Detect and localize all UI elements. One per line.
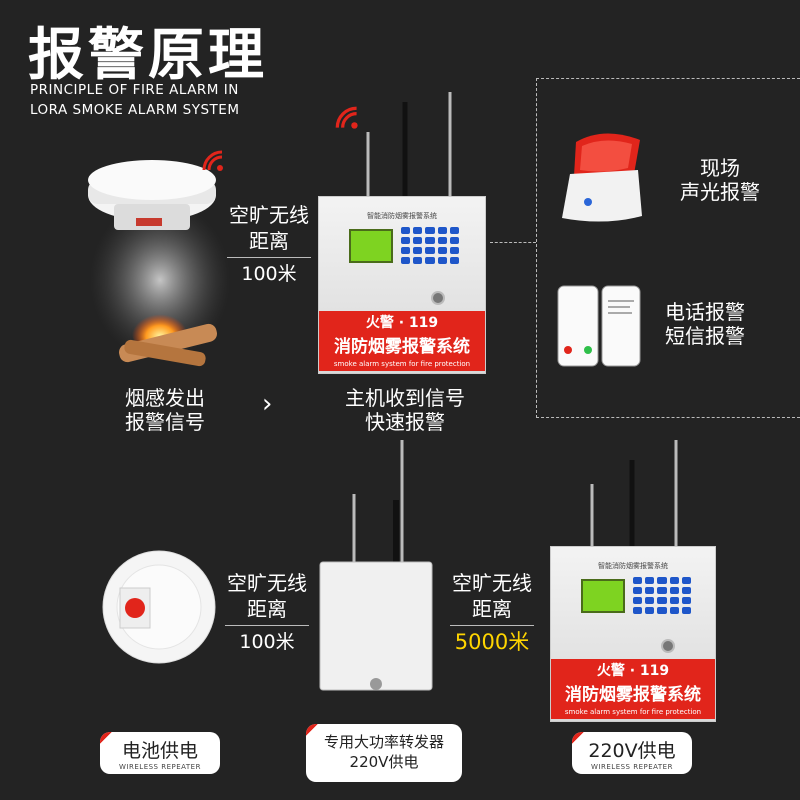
badge-repeater-corner [306, 724, 318, 736]
host-top-brand: 火警 · 119 [319, 311, 485, 335]
host-bottom-system: 消防烟雾报警系统 [551, 683, 715, 707]
bottom-distance-1-line-1: 空旷无线 [227, 571, 307, 595]
bottom-antenna-icon [590, 440, 678, 548]
top-distance-line-1: 空旷无线 [229, 203, 309, 227]
host-top-tag: smoke alarm system for fire protection [319, 357, 485, 371]
phone-caption: 电话报警 短信报警 [650, 300, 760, 348]
alarm-host-top: 智能消防烟雾报警系统 火警 · 119 消防烟雾报警系统 smoke alarm… [318, 196, 486, 374]
bottom-distance-2: 空旷无线 距离 5000米 [436, 570, 548, 655]
antenna-icon [366, 92, 452, 200]
bottom-distance-1-divider [225, 625, 309, 626]
host-bottom-brand: 火警 · 119 [551, 659, 715, 683]
host-top-lock [431, 291, 445, 305]
badge-battery-corner [100, 732, 112, 744]
badge-220v-small: WIRELESS REPEATER [591, 763, 673, 771]
badge-220v: 220V供电 WIRELESS REPEATER [572, 732, 692, 774]
top-distance-label: 空旷无线 距离 100米 [214, 202, 324, 287]
smoke-caption-line-2: 报警信号 [125, 410, 205, 434]
badge-repeater: 专用大功率转发器 220V供电 [306, 724, 462, 782]
repeater-box-icon [319, 440, 433, 691]
host-bottom-keypad [633, 577, 691, 614]
phone-caption-line-2: 短信报警 [665, 324, 745, 348]
smoke-detector-icon [88, 160, 230, 367]
top-distance-line-2: 距离 [249, 229, 289, 253]
page-title: 报警原理 [28, 23, 268, 88]
bottom-distance-2-divider [450, 625, 534, 626]
siren-caption-line-1: 现场 [700, 156, 740, 180]
wifi-signal-icon [202, 150, 223, 171]
badge-battery: 电池供电 WIRELESS REPEATER [100, 732, 220, 774]
alarm-host-bottom: 智能消防烟雾报警系统 火警 · 119 消防烟雾报警系统 smoke alarm… [550, 546, 716, 722]
host-caption-line-2: 快速报警 [365, 410, 445, 434]
badge-220v-main: 220V供电 [588, 740, 676, 762]
phone-caption-line-1: 电话报警 [665, 300, 745, 324]
bottom-distance-2-value: 5000米 [454, 630, 530, 654]
host-caption: 主机收到信号 快速报警 [330, 386, 480, 434]
siren-caption: 现场 声光报警 [670, 156, 770, 204]
subtitle-line-2: LORA SMOKE ALARM SYSTEM [30, 102, 240, 118]
host-caption-line-1: 主机收到信号 [345, 386, 465, 410]
output-dashed-box [536, 78, 800, 418]
top-distance-value: 100米 [241, 263, 297, 285]
wireless-smoke-detector-icon [102, 550, 216, 664]
bottom-distance-1-line-2: 距离 [247, 597, 287, 621]
smoke-caption: 烟感发出 报警信号 [110, 386, 220, 434]
bottom-distance-1: 空旷无线 距离 100米 [212, 570, 322, 655]
smoke-caption-line-1: 烟感发出 [125, 386, 205, 410]
bottom-distance-1-value: 100米 [239, 631, 295, 653]
host-to-outputs-connector [490, 242, 536, 243]
host-bottom-lcd [581, 579, 625, 613]
page-subtitle: PRINCIPLE OF FIRE ALARM IN LORA SMOKE AL… [30, 80, 239, 120]
flow-arrow: › [262, 389, 273, 419]
host-bottom-tag: smoke alarm system for fire protection [551, 705, 715, 719]
host-wifi-icon [335, 106, 358, 129]
top-distance-divider [227, 257, 311, 258]
host-top-system: 消防烟雾报警系统 [319, 335, 485, 359]
badge-repeater-line-2: 220V供电 [349, 753, 419, 771]
host-bottom-head: 智能消防烟雾报警系统 [598, 562, 668, 570]
badge-repeater-line-1: 专用大功率转发器 [323, 733, 444, 751]
host-top-lcd [349, 229, 393, 263]
siren-icon [562, 133, 642, 222]
subtitle-line-1: PRINCIPLE OF FIRE ALARM IN [30, 82, 239, 98]
badge-220v-corner [572, 732, 584, 744]
bottom-distance-2-line-1: 空旷无线 [452, 571, 532, 595]
bottom-distance-2-line-2: 距离 [472, 597, 512, 621]
host-top-keypad [401, 227, 459, 264]
host-bottom-lock [661, 639, 675, 653]
siren-caption-line-2: 声光报警 [680, 180, 760, 204]
phone-icon [557, 285, 641, 367]
badge-battery-small: WIRELESS REPEATER [119, 763, 201, 771]
badge-battery-main: 电池供电 [121, 740, 198, 762]
host-top-head: 智能消防烟雾报警系统 [367, 212, 437, 220]
